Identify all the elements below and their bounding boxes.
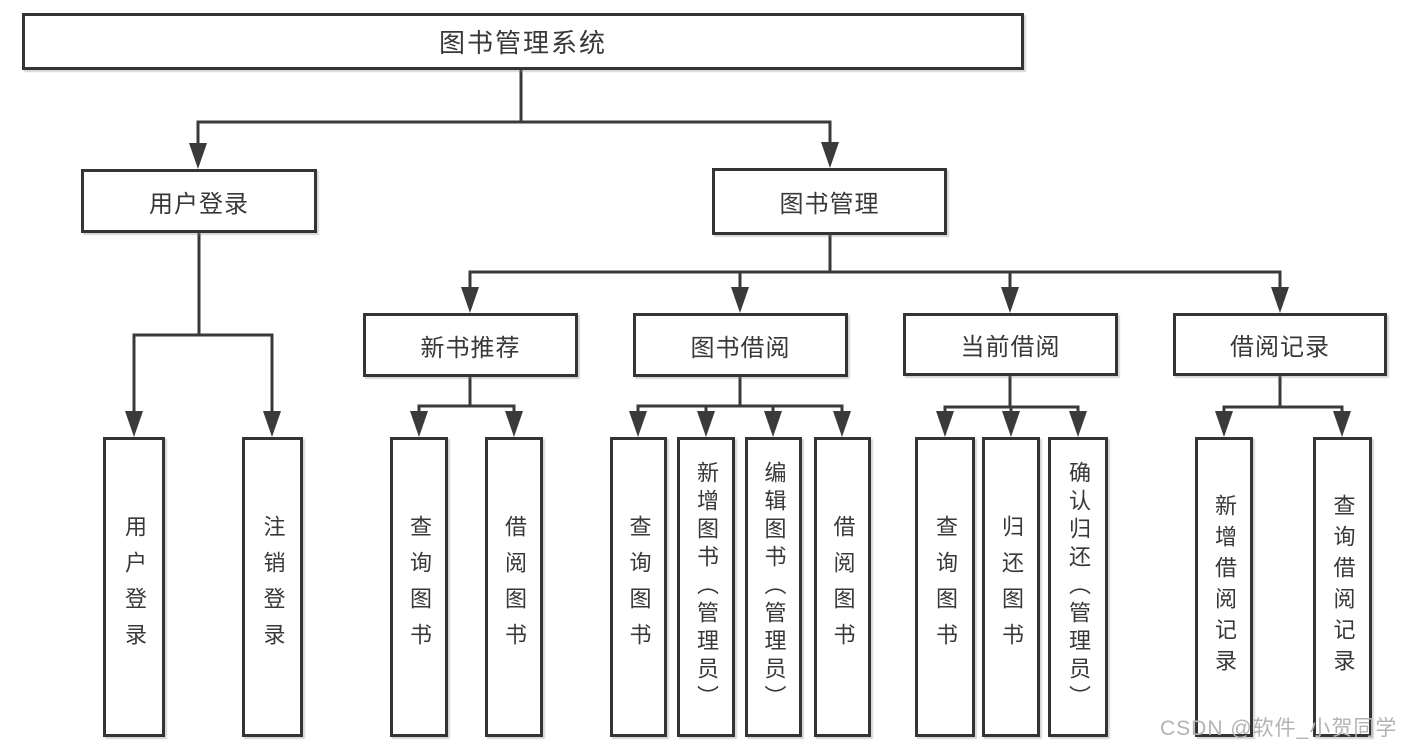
arrowhead bbox=[125, 411, 143, 437]
node-book-management: 图书管理 bbox=[712, 168, 947, 235]
leaf-label: 新增借阅记录 bbox=[1212, 494, 1237, 680]
leaf-query-books-current: 查询图书 bbox=[915, 437, 975, 737]
node-label: 图书管理 bbox=[779, 191, 880, 218]
node-current-borrowing: 当前借阅 bbox=[903, 313, 1118, 376]
leaf-label: 借阅图书 bbox=[830, 515, 856, 659]
node-label: 图书管理系统 bbox=[438, 28, 607, 58]
node-label: 借阅记录 bbox=[1230, 334, 1330, 361]
arrowhead bbox=[505, 411, 523, 437]
leaf-label: 查询图书 bbox=[933, 515, 958, 659]
leaf-borrow-books-recommend: 借阅图书 bbox=[485, 437, 543, 737]
leaf-logout: 注销登录 bbox=[242, 437, 303, 737]
node-user-login: 用户登录 bbox=[81, 169, 317, 233]
connector-root bbox=[196, 70, 832, 147]
leaf-label: 用户登录 bbox=[122, 515, 147, 659]
connector-book-mgmt bbox=[468, 235, 1282, 291]
connector-current-borrow bbox=[943, 376, 1080, 415]
leaf-label: 归还图书 bbox=[999, 515, 1024, 659]
connector-new-books bbox=[417, 377, 516, 415]
leaf-edit-books-admin: 编辑图书（管理员） bbox=[745, 437, 802, 737]
arrowhead bbox=[1271, 287, 1289, 313]
connector-borrow-records bbox=[1222, 376, 1344, 415]
arrowhead bbox=[821, 142, 839, 168]
connector-user-login bbox=[132, 233, 274, 415]
leaf-borrow-books-borrowing: 借阅图书 bbox=[814, 437, 871, 737]
node-borrow-records: 借阅记录 bbox=[1173, 313, 1387, 376]
node-label: 当前借阅 bbox=[960, 334, 1061, 361]
leaf-query-books-recommend: 查询图书 bbox=[390, 437, 448, 737]
leaf-label: 确认归还（管理员） bbox=[1066, 461, 1091, 713]
leaf-query-books-borrowing: 查询图书 bbox=[610, 437, 667, 737]
arrowhead bbox=[764, 411, 782, 437]
arrowhead bbox=[731, 287, 749, 313]
node-label: 用户登录 bbox=[149, 190, 249, 218]
arrowhead bbox=[189, 143, 207, 169]
arrowhead bbox=[1002, 411, 1020, 437]
leaf-label: 借阅图书 bbox=[502, 515, 527, 659]
leaf-add-books-admin: 新增图书（管理员） bbox=[677, 437, 735, 737]
node-new-book-recommend: 新书推荐 bbox=[363, 313, 578, 377]
csdn-watermark: CSDN @软件_小贺同学 bbox=[1160, 717, 1398, 740]
leaf-label: 查询借阅记录 bbox=[1330, 494, 1356, 680]
arrowhead bbox=[461, 287, 479, 313]
node-label: 新书推荐 bbox=[420, 334, 521, 362]
leaf-label: 注销登录 bbox=[260, 515, 286, 659]
leaf-query-borrow-record: 查询借阅记录 bbox=[1313, 437, 1372, 737]
leaf-confirm-return-admin: 确认归还（管理员） bbox=[1048, 437, 1108, 737]
arrowhead bbox=[833, 411, 851, 437]
arrowhead bbox=[410, 411, 428, 437]
leaf-label: 新增图书（管理员） bbox=[694, 461, 719, 713]
leaf-label: 编辑图书（管理员） bbox=[761, 461, 787, 713]
node-root-library-system: 图书管理系统 bbox=[22, 13, 1024, 70]
arrowhead bbox=[263, 411, 281, 437]
leaf-label: 查询图书 bbox=[626, 515, 652, 659]
connector-book-borrow bbox=[636, 377, 844, 415]
leaf-user-login: 用户登录 bbox=[103, 437, 165, 737]
arrowhead bbox=[1215, 411, 1233, 437]
arrowhead bbox=[697, 411, 715, 437]
leaf-label: 查询图书 bbox=[407, 515, 432, 659]
node-book-borrowing: 图书借阅 bbox=[633, 313, 848, 377]
leaf-add-borrow-record: 新增借阅记录 bbox=[1195, 437, 1253, 737]
arrowhead bbox=[1333, 411, 1351, 437]
leaf-return-books: 归还图书 bbox=[982, 437, 1040, 737]
arrowhead bbox=[936, 411, 954, 437]
arrowhead bbox=[1069, 411, 1087, 437]
node-label: 图书借阅 bbox=[690, 334, 791, 362]
arrowhead bbox=[1001, 287, 1019, 313]
arrowhead bbox=[629, 411, 647, 437]
